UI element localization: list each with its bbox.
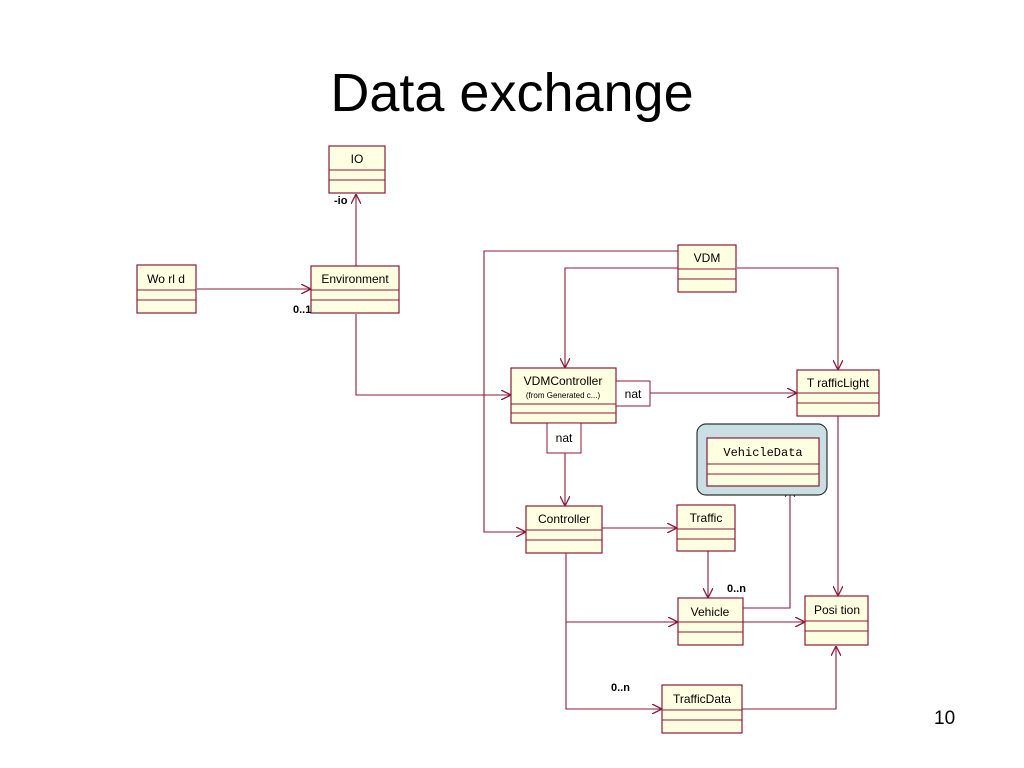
slide-number: 10 — [934, 708, 956, 729]
class-vehicle-name: Vehicle — [691, 605, 730, 619]
class-vdm-name: VDM — [694, 251, 721, 265]
class-traffic-name: Traffic — [690, 511, 723, 525]
class-vdm-controller[interactable]: VDMController (from Generated c...) — [510, 367, 617, 424]
associations — [197, 194, 838, 709]
class-vehicle[interactable]: Vehicle — [677, 597, 744, 646]
class-traffic-data[interactable]: TrafficData — [661, 684, 743, 734]
class-environment-name: Environment — [321, 272, 389, 286]
qualifier-nat-right: nat — [615, 380, 651, 407]
class-traffic-light[interactable]: T rafficLight — [796, 369, 880, 417]
assoc-environment-vdmcontroller — [355, 314, 511, 395]
assoc-controller-vehicle — [565, 553, 678, 622]
io-role-label: -io — [334, 195, 348, 207]
class-vdm[interactable]: VDM — [677, 244, 737, 293]
assoc-controller-trafficdata — [565, 622, 662, 709]
class-vehicle-data[interactable]: VehicleData — [696, 423, 828, 496]
class-io[interactable]: IO — [328, 145, 386, 194]
class-world[interactable]: Wo rl d — [136, 264, 197, 314]
class-traffic[interactable]: Traffic — [676, 504, 736, 552]
qualifier-nat-below-label: nat — [556, 431, 573, 445]
trafficdata-multiplicity: 0..n — [611, 682, 630, 694]
vehicle-multiplicity: 0..n — [727, 583, 746, 595]
assoc-vdm-vdmcontroller — [565, 267, 678, 368]
class-environment[interactable]: Environment — [310, 265, 400, 314]
class-vdm-controller-name: VDMController — [524, 374, 603, 388]
class-traffic-data-name: TrafficData — [673, 692, 731, 706]
class-world-name: Wo rl d — [147, 272, 185, 286]
assoc-vdm-controller — [483, 250, 678, 532]
slide-title: Data exchange — [330, 63, 694, 123]
assoc-trafficdata-position — [742, 646, 836, 710]
class-controller-name: Controller — [538, 512, 590, 526]
class-position[interactable]: Posi tion — [804, 595, 869, 646]
class-position-name: Posi tion — [814, 603, 860, 617]
qualifier-nat-below: nat — [546, 422, 582, 454]
class-controller[interactable]: Controller — [525, 505, 603, 554]
environment-multiplicity: 0..1 — [293, 304, 311, 316]
class-io-name: IO — [351, 152, 364, 166]
qualifier-nat-right-label: nat — [625, 387, 642, 401]
class-vdm-controller-package: (from Generated c...) — [526, 391, 601, 400]
assoc-vehicle-vehicledata — [743, 487, 790, 609]
assoc-vdm-trafficlight — [737, 267, 838, 370]
class-vehicle-data-name: VehicleData — [723, 446, 802, 460]
class-traffic-light-name: T rafficLight — [807, 376, 870, 390]
